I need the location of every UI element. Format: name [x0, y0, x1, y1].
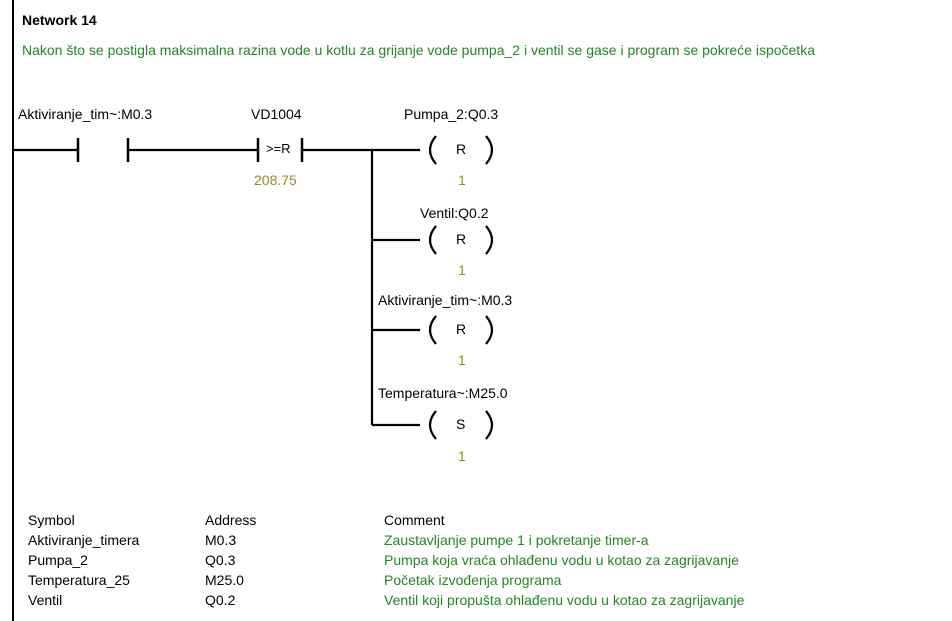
- coil-aktiviranje: [428, 315, 494, 345]
- compare-operator: >=R: [266, 141, 291, 156]
- coil-count-temperatura: 1: [458, 448, 466, 464]
- coil-op-temperatura: S: [456, 416, 466, 432]
- coil-label-aktiviranje: Aktiviranje_tim~:M0.3: [378, 292, 513, 308]
- coil-temperatura: [428, 410, 494, 440]
- coil-label-pumpa-2: Pumpa_2:Q0.3: [404, 106, 499, 122]
- table-row-address: Q0.3: [205, 552, 236, 568]
- table-row-symbol: Ventil: [28, 592, 63, 608]
- coil-ventil: [428, 225, 494, 255]
- table-row-address: M0.3: [205, 532, 237, 548]
- compare-operand2: 208.75: [254, 172, 297, 188]
- coil-op-pumpa-2: R: [456, 141, 467, 157]
- comment-header: Comment: [384, 512, 445, 528]
- table-row-symbol: Temperatura_25: [28, 572, 130, 588]
- table-row-address: M25.0: [205, 572, 244, 588]
- table-row-comment: Početak izvođenja programa: [384, 572, 562, 588]
- table-row-symbol: Pumpa_2: [28, 552, 88, 568]
- coil-op-aktiviranje: R: [456, 321, 467, 337]
- coil-op-ventil: R: [456, 231, 467, 247]
- address-header: Address: [205, 512, 257, 528]
- symbol-header: Symbol: [28, 512, 75, 528]
- table-row-comment: Pumpa koja vraća ohlađenu vodu u kotao z…: [384, 552, 739, 568]
- normally-open-contact: [76, 138, 130, 162]
- contact-label: Aktiviranje_tim~:M0.3: [18, 106, 153, 122]
- coil-count-pumpa-2: 1: [458, 172, 466, 188]
- coil-label-ventil: Ventil:Q0.2: [420, 205, 489, 221]
- network-title: Network 14: [22, 12, 97, 28]
- table-row-comment: Ventil koji propušta ohlađenu vodu u kot…: [384, 592, 745, 608]
- table-row-address: Q0.2: [205, 592, 236, 608]
- network-comment: Nakon što se postigla maksimalna razina …: [22, 42, 815, 58]
- coil-label-temperatura: Temperatura~:M25.0: [378, 385, 508, 401]
- coil-pumpa-2: [428, 135, 494, 165]
- compare-contact: [256, 138, 304, 162]
- table-row-comment: Zaustavljanje pumpe 1 i pokretanje timer…: [384, 532, 649, 548]
- power-rail: [12, 0, 14, 621]
- compare-operand1: VD1004: [251, 106, 302, 122]
- table-row-symbol: Aktiviranje_timera: [28, 532, 140, 548]
- coil-count-aktiviranje: 1: [458, 352, 466, 368]
- coil-count-ventil: 1: [458, 262, 466, 278]
